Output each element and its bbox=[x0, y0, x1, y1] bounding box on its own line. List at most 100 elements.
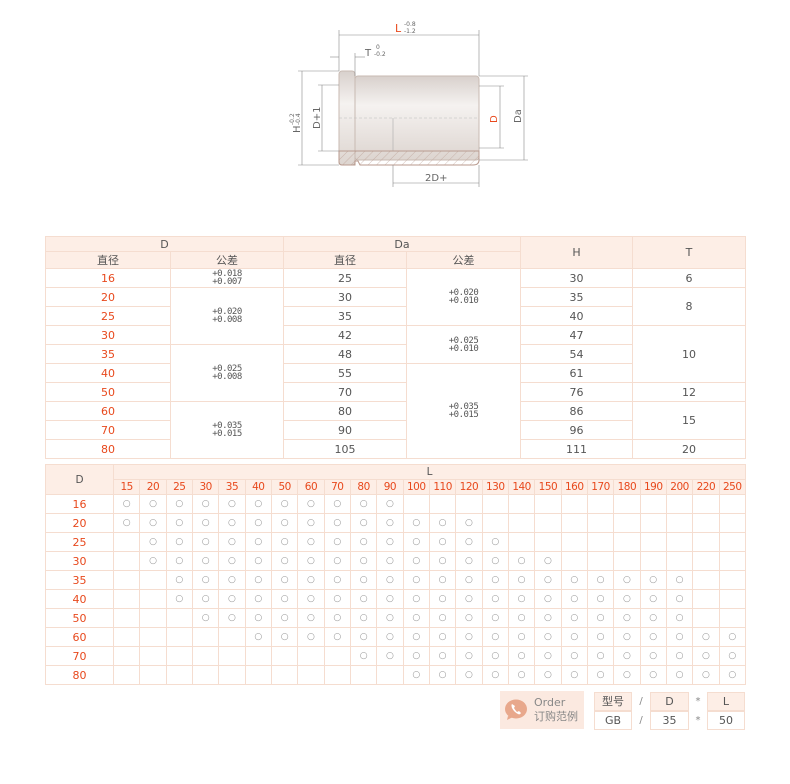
empty-cell bbox=[112, 646, 141, 666]
empty-cell bbox=[718, 589, 746, 609]
order-title-en: Order bbox=[534, 696, 566, 709]
d-tolerance-upper: +0.020 bbox=[212, 307, 242, 317]
available-mark: ○ bbox=[349, 646, 378, 666]
available-mark: ○ bbox=[139, 551, 167, 571]
available-mark: ○ bbox=[218, 570, 246, 590]
empty-cell bbox=[665, 551, 694, 571]
empty-cell bbox=[613, 551, 641, 571]
d-diameter: 60 bbox=[45, 401, 171, 421]
empty-cell bbox=[297, 646, 325, 666]
t-value: 10 bbox=[632, 325, 747, 383]
available-mark: ○ bbox=[455, 589, 483, 609]
available-mark: ○ bbox=[191, 532, 220, 552]
available-mark: ○ bbox=[534, 665, 562, 685]
empty-cell bbox=[718, 494, 746, 514]
available-mark: ○ bbox=[560, 665, 588, 685]
available-mark: ○ bbox=[692, 665, 720, 685]
available-mark: ○ bbox=[165, 513, 193, 533]
available-mark: ○ bbox=[270, 494, 299, 514]
available-mark: ○ bbox=[244, 513, 272, 533]
available-mark: ○ bbox=[139, 494, 167, 514]
d-diameter: 30 bbox=[45, 325, 171, 345]
available-mark: ○ bbox=[402, 646, 430, 666]
available-mark: ○ bbox=[270, 608, 299, 628]
table-row: 35○○○○○○○○○○○○○○○○○○○○ bbox=[45, 570, 746, 590]
da-tolerance-upper: +0.035 bbox=[448, 402, 479, 412]
available-mark: ○ bbox=[297, 532, 325, 552]
available-mark: ○ bbox=[507, 627, 536, 647]
dim-2D: 2D+ bbox=[425, 173, 447, 184]
empty-cell bbox=[718, 513, 746, 533]
available-mark: ○ bbox=[586, 589, 615, 609]
empty-cell bbox=[534, 494, 562, 514]
available-mark: ○ bbox=[297, 513, 325, 533]
order-header-D: D bbox=[650, 692, 689, 711]
available-mark: ○ bbox=[534, 608, 562, 628]
order-example-badge: Order 订购范例 bbox=[500, 691, 584, 729]
available-mark: ○ bbox=[665, 589, 694, 609]
empty-cell bbox=[112, 589, 141, 609]
available-mark: ○ bbox=[323, 532, 351, 552]
available-mark: ○ bbox=[244, 494, 272, 514]
empty-cell bbox=[560, 513, 588, 533]
available-mark: ○ bbox=[586, 627, 615, 647]
available-mark: ○ bbox=[218, 532, 246, 552]
available-mark: ○ bbox=[323, 627, 351, 647]
available-mark: ○ bbox=[428, 532, 457, 552]
empty-cell bbox=[191, 627, 220, 647]
empty-cell bbox=[586, 494, 615, 514]
available-mark: ○ bbox=[586, 570, 615, 590]
available-mark: ○ bbox=[507, 589, 536, 609]
available-mark: ○ bbox=[639, 627, 667, 647]
d-tolerance: +0.018+0.007 bbox=[169, 268, 285, 288]
available-mark: ○ bbox=[139, 513, 167, 533]
da-tolerance: +0.025+0.010 bbox=[406, 325, 522, 364]
available-mark: ○ bbox=[376, 589, 404, 609]
empty-cell bbox=[270, 646, 299, 666]
empty-cell bbox=[586, 551, 615, 571]
empty-cell bbox=[692, 589, 720, 609]
available-mark: ○ bbox=[402, 551, 430, 571]
available-mark: ○ bbox=[191, 570, 220, 590]
available-mark: ○ bbox=[402, 532, 430, 552]
L-value-130: 130 bbox=[481, 479, 509, 495]
available-mark: ○ bbox=[376, 646, 404, 666]
available-mark: ○ bbox=[639, 608, 667, 628]
available-mark: ○ bbox=[402, 665, 430, 685]
empty-cell bbox=[323, 665, 351, 685]
available-mark: ○ bbox=[218, 513, 246, 533]
available-mark: ○ bbox=[349, 589, 378, 609]
dim-H-tol-low: -0.4 bbox=[295, 113, 302, 125]
da-diameter: 105 bbox=[283, 439, 408, 459]
available-mark: ○ bbox=[560, 627, 588, 647]
available-mark: ○ bbox=[481, 608, 509, 628]
available-mark: ○ bbox=[507, 551, 536, 571]
d-diameter: 80 bbox=[45, 439, 171, 459]
available-mark: ○ bbox=[112, 513, 141, 533]
dim-D1: D+1 bbox=[312, 107, 323, 129]
L-value-35: 35 bbox=[218, 479, 246, 495]
L-value-100: 100 bbox=[402, 479, 430, 495]
available-mark: ○ bbox=[481, 551, 509, 571]
d-tolerance: +0.020+0.008 bbox=[169, 287, 285, 345]
available-mark: ○ bbox=[297, 494, 325, 514]
empty-cell bbox=[323, 646, 351, 666]
available-mark: ○ bbox=[349, 608, 378, 628]
available-mark: ○ bbox=[455, 646, 483, 666]
available-mark: ○ bbox=[218, 551, 246, 571]
da-diameter: 25 bbox=[283, 268, 408, 288]
table-row: 25○○○○○○○○○○○○○○ bbox=[45, 532, 746, 552]
available-mark: ○ bbox=[244, 532, 272, 552]
available-mark: ○ bbox=[586, 646, 615, 666]
empty-cell bbox=[613, 532, 641, 552]
empty-cell bbox=[165, 665, 193, 685]
t-value: 20 bbox=[632, 439, 747, 459]
available-mark: ○ bbox=[507, 570, 536, 590]
h-value: 96 bbox=[520, 420, 634, 440]
available-mark: ○ bbox=[665, 665, 694, 685]
empty-cell bbox=[139, 589, 167, 609]
